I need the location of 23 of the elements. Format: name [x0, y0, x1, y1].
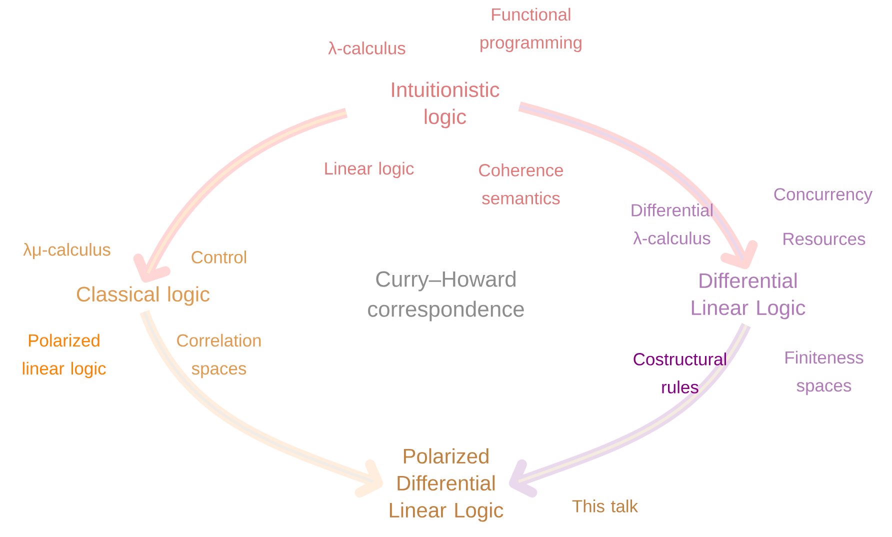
topic-text: Concurrency [774, 188, 873, 204]
topic-text: Finiteness spaces [786, 350, 864, 396]
topic-text: Correlation spaces [177, 334, 261, 378]
topic-text: λμ-calculus [23, 242, 110, 259]
topic-text: Linear logic [325, 162, 414, 178]
topic-text: Differential λ-calculus [632, 204, 712, 244]
topic-text: This talk [572, 500, 638, 512]
logic-title: Polarized Differential Linear Logic [390, 448, 504, 522]
curved-arrow [518, 101, 758, 270]
topic-text: Control [192, 250, 246, 264]
topic-text: Functional programming [480, 8, 582, 52]
logic-title: Intuitionistic logic [392, 82, 500, 128]
curved-arrow [508, 322, 751, 498]
topic-text: Resources [784, 232, 866, 246]
logic-title: Classical logic [76, 286, 210, 306]
topic-text: λ-calculus [328, 42, 406, 54]
center-text: Curry–Howard correspondence [368, 270, 524, 322]
logic-title: Differential Linear Logic [692, 272, 806, 320]
curved-arrow [133, 108, 348, 283]
topic-text: Polarized linear logic [22, 334, 106, 378]
topic-text: Coherence semantics [479, 164, 564, 204]
curved-arrow [140, 310, 384, 498]
edge-label: Costructural rules [634, 352, 726, 394]
